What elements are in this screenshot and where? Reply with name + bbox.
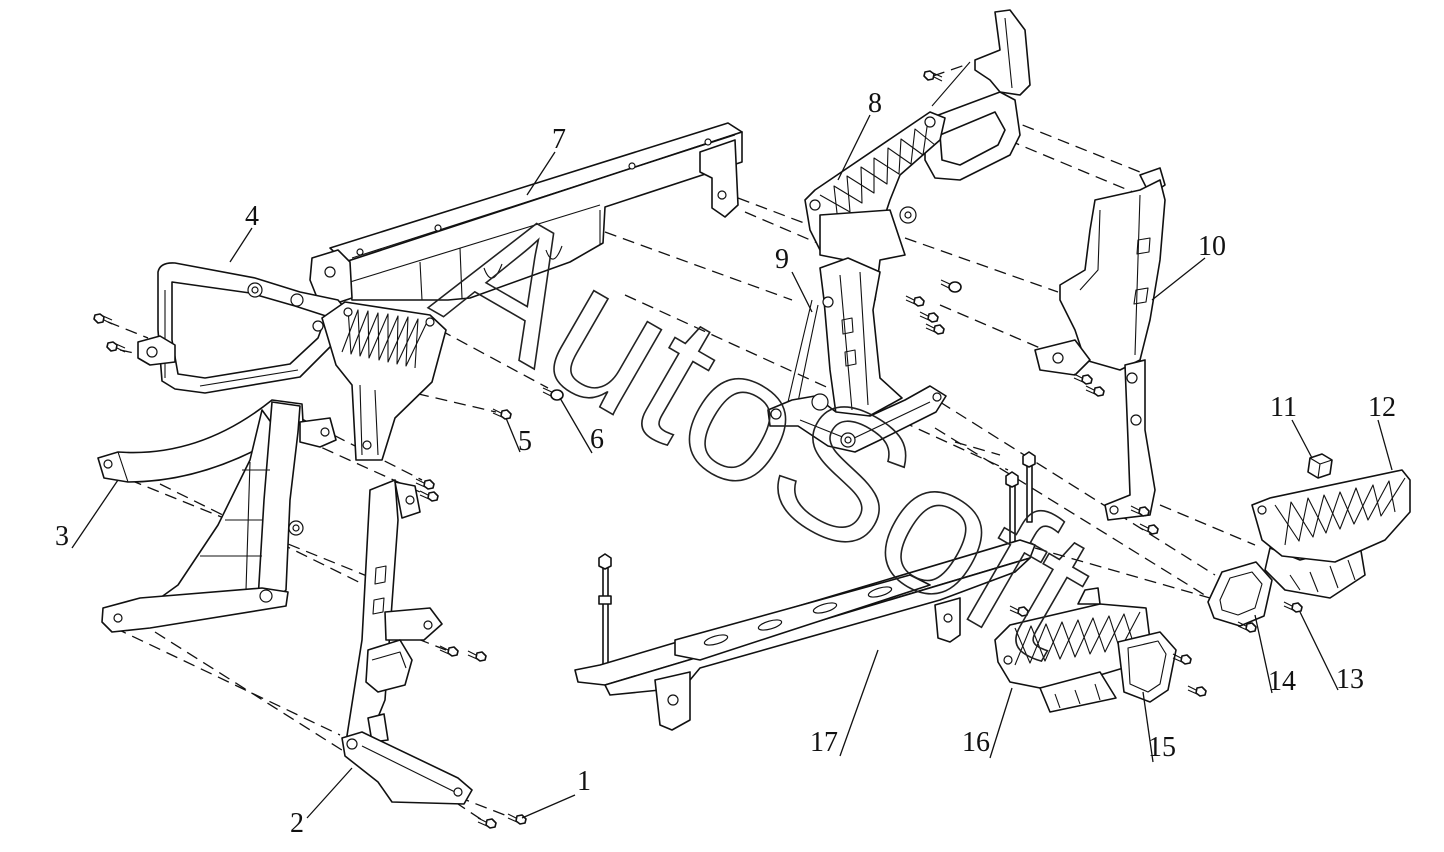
leader-lines (71, 114, 1393, 819)
callout-number: 9 (775, 244, 789, 275)
callout-number: 6 (590, 424, 604, 455)
bolt-icon (477, 817, 497, 829)
bolt-icon (1139, 523, 1159, 535)
part-2-left-post (341, 479, 473, 805)
bolt-icon (923, 70, 943, 82)
bolt-icon (467, 650, 487, 662)
bolt-icon (439, 645, 459, 657)
bolt-icon (1085, 385, 1105, 397)
part-14-plate (1207, 561, 1273, 627)
bolt-icon (507, 813, 527, 825)
part-16-lower-right-bracket (994, 587, 1151, 713)
callout-number: 7 (552, 124, 566, 155)
callout-number: 4 (245, 201, 259, 232)
pin-icon (940, 279, 962, 293)
part-8-upper-right-bracket (804, 9, 1031, 301)
part-15-plate (1117, 631, 1177, 703)
bolt-icon (1073, 373, 1093, 385)
callout-number: 2 (290, 808, 304, 839)
bolt-icon (1237, 621, 1257, 633)
bolt-icon (905, 295, 925, 307)
part-4-lamp-frame (137, 262, 349, 394)
callout-number: 8 (868, 88, 882, 119)
callout-number: 1 (577, 766, 591, 797)
part-17-lower-cross-member (574, 451, 1036, 731)
part-10-right-post (1034, 167, 1166, 521)
bolt-icon (925, 323, 945, 335)
part-12-right-end-bracket (1251, 469, 1411, 599)
part-3-left-arch-bracket (97, 399, 337, 633)
callout-number: 16 (962, 727, 990, 758)
bolt-icon (919, 311, 939, 323)
part-7-upper-beam (309, 122, 743, 303)
callout-number: 12 (1368, 392, 1396, 423)
callout-number: 10 (1198, 231, 1226, 262)
left-lattice-bracket (321, 301, 447, 461)
callout-number: 11 (1270, 392, 1297, 423)
bolt-icon (93, 313, 113, 325)
callout-number: 3 (55, 521, 69, 552)
bolt-icon (1172, 653, 1192, 665)
callout-number: 15 (1148, 732, 1176, 763)
callout-number: 14 (1268, 666, 1296, 697)
callout-number: 5 (518, 426, 532, 457)
alignment-dashed-lines (107, 63, 1256, 821)
part-11-nut (1307, 453, 1333, 479)
bolt-icon (419, 490, 439, 502)
callout-number: 13 (1336, 664, 1364, 695)
callout-number: 17 (810, 727, 838, 758)
part-9-center-support (767, 257, 947, 453)
bolt-icon (1187, 685, 1207, 697)
bolt-icon (106, 341, 126, 353)
callout-numbers: 1 2 3 4 5 6 7 8 9 10 11 12 13 14 15 16 1… (55, 88, 1396, 839)
bolt-icon (492, 408, 512, 420)
bolt-icon (1283, 601, 1303, 613)
bolt-icon (415, 478, 435, 490)
